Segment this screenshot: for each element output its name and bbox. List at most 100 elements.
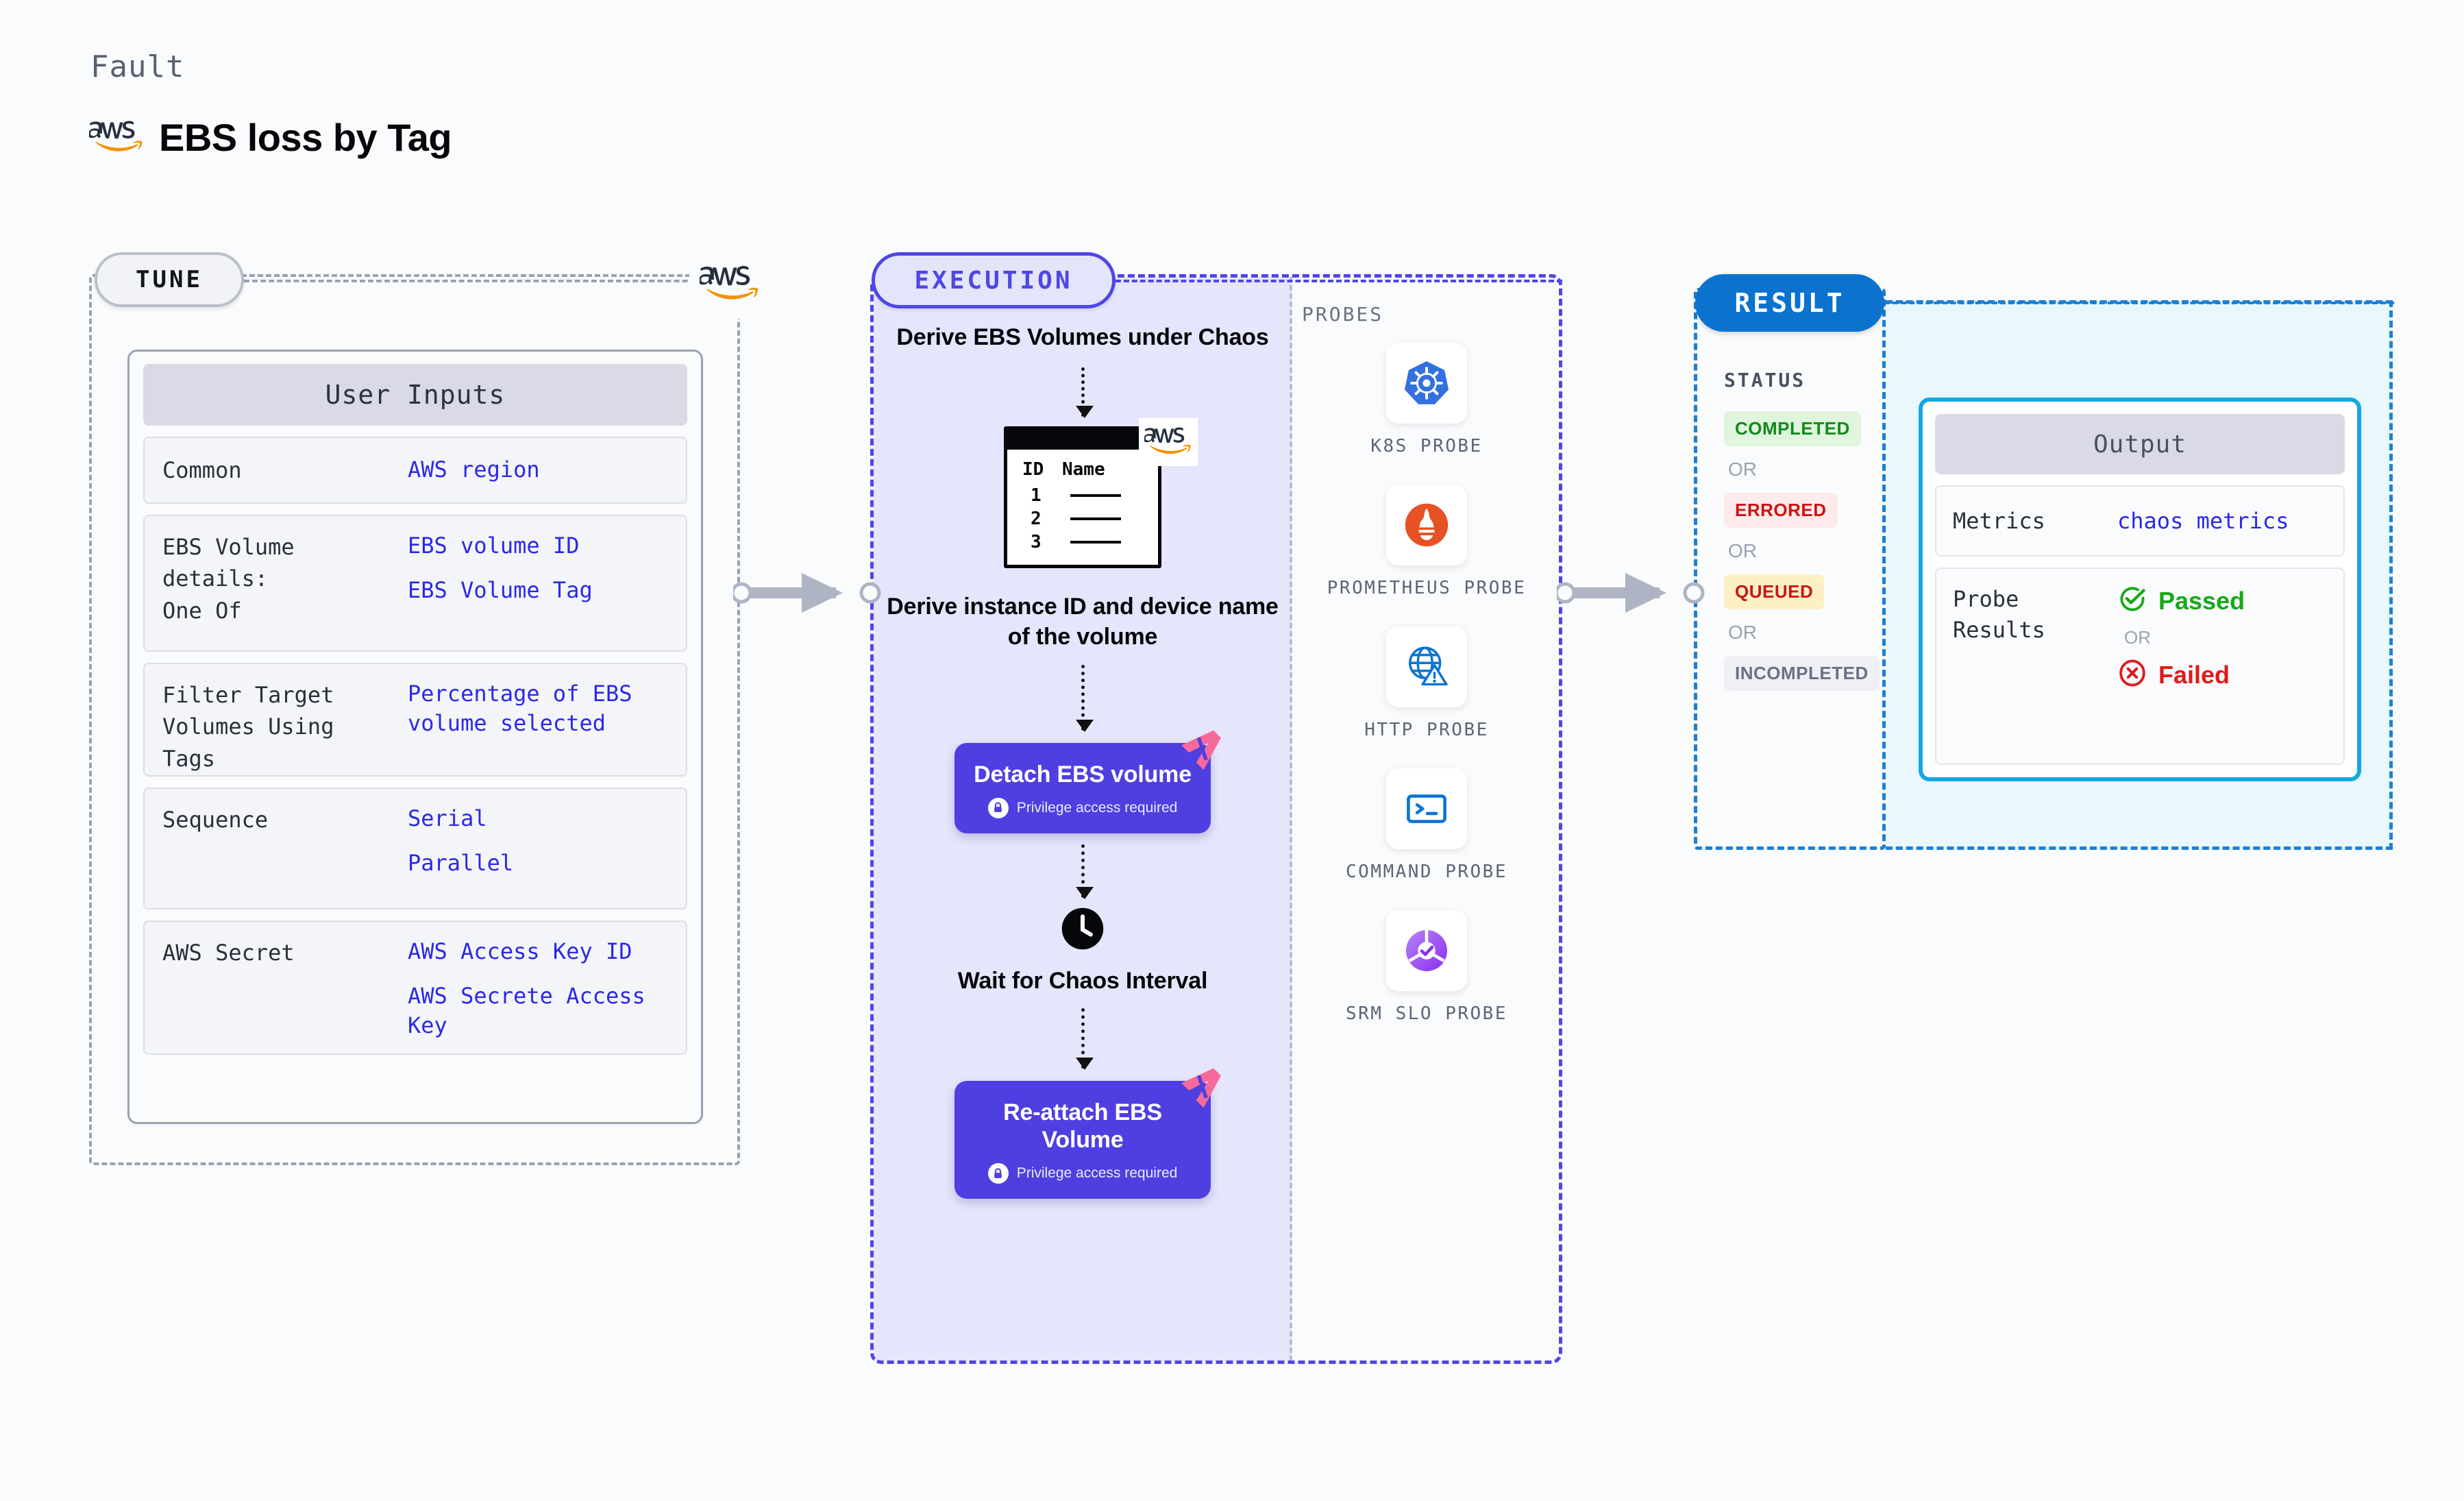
http-globe-icon [1386,626,1467,708]
or-label: OR [1728,459,1757,480]
privilege-note-text: Privilege access required [1016,1165,1178,1182]
row-value[interactable]: Percentage of EBS volume selected [408,681,632,737]
action-title: Re-attach EBS Volume [1003,1099,1162,1153]
wait-interval-label: Wait for Chaos Interval [957,967,1208,994]
probe-results-label: Probe Results [1953,586,2045,643]
table-row[interactable]: Common AWS region [143,437,687,504]
action-title: Detach EBS volume [974,761,1192,788]
row-value[interactable]: EBS Volume Tag [408,577,593,604]
table-row: 2 [1018,507,1147,530]
metrics-value[interactable]: chaos metrics [2117,508,2289,534]
probe-label: K8S PROBE [1370,436,1483,456]
status-title: STATUS [1724,369,1806,391]
probe-result-failed: Failed [2117,658,2245,692]
probe-label: PROMETHEUS PROBE [1327,578,1527,599]
flow-arrow [1081,1008,1085,1069]
detach-ebs-volume-card[interactable]: Detach EBS volume Privilege access requi… [954,730,1221,833]
volume-table-header: ID Name [1018,459,1147,480]
row-values: AWS Access Key ID AWS Secrete Access Key [408,937,668,1038]
output-metrics-row[interactable]: Metrics chaos metrics [1935,485,2345,557]
reattach-ebs-volume-card[interactable]: Re-attach EBS Volume Privilege access re… [954,1068,1221,1199]
probe-label: HTTP PROBE [1364,720,1489,741]
lock-icon [987,797,1009,818]
probes-list: K8S PROBE PROMETHEUS PROBE [1292,343,1561,1026]
row-id: 2 [1031,509,1042,530]
row-values: Percentage of EBS volume selected [408,679,668,760]
execution-probes-divider [1290,277,1292,1361]
tune-panel [89,274,740,1165]
column-header-name: Name [1062,459,1105,480]
volume-table-graphic: ID Name 1 2 3 [1004,418,1198,569]
privilege-note: Privilege access required [987,1163,1178,1184]
flow-arrow [1081,664,1085,731]
connector-tune-to-execution [733,573,881,613]
row-values: EBS volume ID EBS Volume Tag [408,531,593,635]
privilege-note-text: Privilege access required [1016,799,1178,816]
x-circle-icon [2117,658,2147,692]
table-row[interactable]: AWS Secret AWS Access Key ID AWS Secrete… [143,920,687,1055]
metrics-label: Metrics [1953,507,2045,534]
row-name-placeholder [1070,541,1121,544]
passed-label: Passed [2158,586,2245,615]
page-title: EBS loss by Tag [159,116,452,159]
aws-logo-icon [689,250,770,319]
row-value[interactable]: AWS Access Key ID [408,938,632,964]
execution-panel [870,274,1562,1364]
probe-item-command[interactable]: COMMAND PROBE [1324,768,1529,884]
user-inputs-title: User Inputs [143,364,687,426]
row-key: EBS Volume details: One Of [162,534,295,624]
kubernetes-icon [1386,343,1467,424]
srm-slo-icon [1386,910,1467,992]
chaos-ribbon-icon [1181,1068,1221,1108]
row-value[interactable]: EBS volume ID [408,533,580,559]
row-value[interactable]: AWS Secrete Access Key [408,983,645,1039]
tune-pill-connector [244,280,737,282]
column-header-id: ID [1022,459,1044,480]
derive-volumes-label: Derive EBS Volumes under Chaos [896,324,1269,350]
status-badge: QUEUED [1724,574,1825,609]
derive-instance-label: Derive instance ID and device name of th… [887,594,1279,650]
privilege-note: Privilege access required [987,797,1178,818]
row-key: AWS Secret [162,940,295,966]
output-title: Output [1935,414,2345,474]
table-row: 1 [1018,484,1147,507]
execution-pill[interactable]: EXECUTION [872,252,1116,308]
status-badge: INCOMPLETED [1724,656,1880,691]
clock-icon [1060,906,1105,955]
probe-item-srm-slo[interactable]: SRM SLO PROBE [1324,910,1529,1026]
row-key: Sequence [162,807,269,833]
table-row[interactable]: EBS Volume details: One Of EBS volume ID… [143,515,687,652]
probe-item-prometheus[interactable]: PROMETHEUS PROBE [1324,485,1529,600]
tune-pill[interactable]: TUNE [95,252,244,307]
table-row[interactable]: Filter Target Volumes Using Tags Percent… [143,663,687,777]
result-pill[interactable]: RESULT [1695,274,1884,332]
aws-logo-icon [89,120,144,156]
row-value[interactable]: Serial [408,805,487,831]
row-key: Common [162,456,242,483]
table-row[interactable]: Sequence Serial Parallel [143,788,687,910]
row-name-placeholder [1070,517,1121,521]
status-list: COMPLETED OR ERRORED OR QUEUED OR INCOMP… [1724,411,1880,691]
probe-item-k8s[interactable]: K8S PROBE [1324,343,1529,459]
probe-item-http[interactable]: HTTP PROBE [1324,626,1529,742]
row-name-placeholder [1070,494,1121,498]
output-probe-results-row: Probe Results Passed OR [1935,568,2345,765]
row-values: Serial Parallel [408,804,513,893]
row-value[interactable]: Parallel [408,850,514,877]
page-eyebrow: Fault [90,49,185,84]
result-pill-connector [1884,302,2394,304]
execution-pill-connector [1116,280,1562,282]
table-row: 3 [1018,530,1147,554]
user-inputs-card: User Inputs Common AWS region EBS Volume… [127,350,703,1124]
prometheus-icon [1386,485,1467,566]
chaos-ribbon-icon [1181,730,1221,770]
probe-result-passed: Passed [2117,584,2245,618]
row-value[interactable]: AWS region [408,456,540,483]
failed-label: Failed [2158,660,2230,689]
execution-flow: Derive EBS Volumes under Chaos ID Name [876,322,1290,1199]
output-card: Output Metrics chaos metrics Probe Resul… [1919,398,2361,781]
or-label: OR [1728,622,1757,643]
probe-label: SRM SLO PROBE [1346,1003,1507,1025]
lock-icon [987,1163,1009,1184]
